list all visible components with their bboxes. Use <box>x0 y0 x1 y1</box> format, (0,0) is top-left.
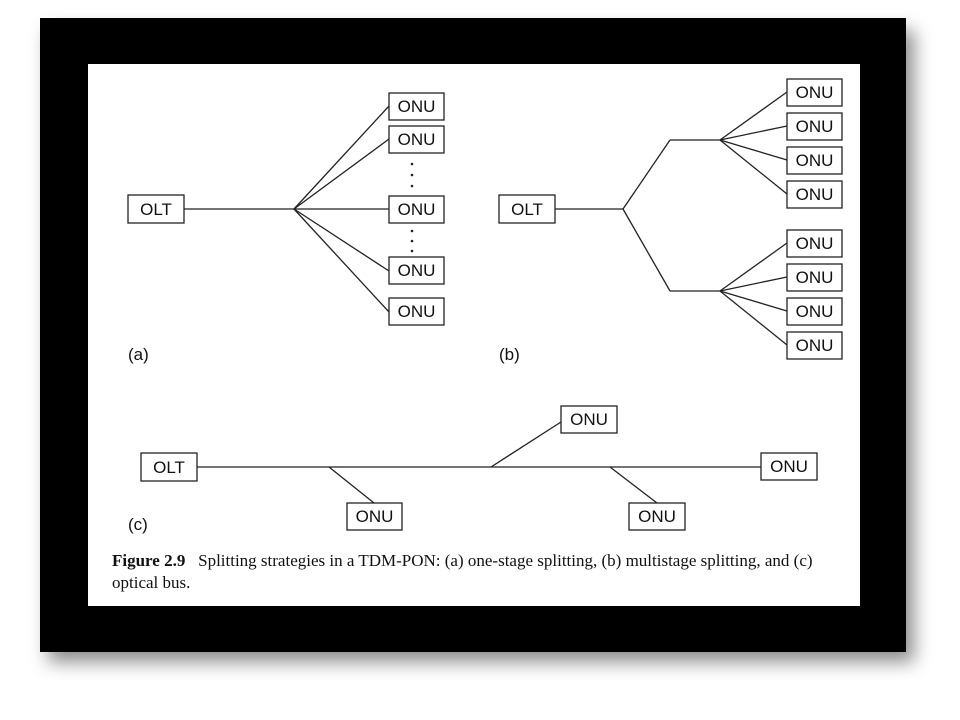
onu-label: ONU <box>570 410 608 429</box>
onu-node: ONU <box>560 405 618 434</box>
branch-line <box>293 105 390 210</box>
diagram-c: OLT ONU ONU ONU ONU (c) <box>128 405 818 534</box>
stage2-branch <box>719 125 788 141</box>
onu-label: ONU <box>398 130 436 149</box>
onu-label: ONU <box>770 457 808 476</box>
olt-label: OLT <box>511 200 543 219</box>
onu-node: ONU <box>786 78 843 107</box>
bus-tap <box>328 466 375 504</box>
stage1-branch <box>622 139 671 210</box>
stage2-branch <box>719 290 788 346</box>
onu-label: ONU <box>796 83 834 102</box>
stage2-branch <box>719 242 788 292</box>
branch-line <box>293 138 390 210</box>
panel-label-c: (c) <box>128 515 148 534</box>
olt-node-a: OLT <box>127 194 185 224</box>
onu-label: ONU <box>796 117 834 136</box>
onu-node: ONU <box>760 452 818 481</box>
panel-label-a: (a) <box>128 345 149 364</box>
olt-node-b: OLT <box>498 194 556 224</box>
stage2-branch <box>719 91 788 141</box>
bus-tap <box>490 421 562 468</box>
onu-node: ONU <box>388 125 445 154</box>
splitting-diagram: OLT ONU ONU ONU <box>127 78 843 534</box>
onu-label: ONU <box>796 185 834 204</box>
bus-tap <box>609 466 658 504</box>
onu-label: ONU <box>398 302 436 321</box>
onu-node: ONU <box>388 92 445 121</box>
figure-caption: Figure 2.9 Splitting strategies in a TDM… <box>112 550 856 594</box>
onu-label: ONU <box>796 302 834 321</box>
onu-label: ONU <box>796 151 834 170</box>
onu-label: ONU <box>398 261 436 280</box>
stage1-branch <box>622 208 671 292</box>
onu-label: ONU <box>638 507 676 526</box>
onu-label: ONU <box>356 507 394 526</box>
onu-label: ONU <box>398 200 436 219</box>
stage2-branch <box>719 139 788 195</box>
diagram-a: OLT ONU ONU ONU <box>127 92 445 364</box>
onu-node: ONU <box>786 229 843 258</box>
onu-label: ONU <box>796 268 834 287</box>
onu-node: ONU <box>786 146 843 175</box>
onu-node: ONU <box>388 195 445 224</box>
onu-node: ONU <box>786 331 843 360</box>
onu-label: ONU <box>796 336 834 355</box>
onu-node: ONU <box>628 502 686 531</box>
onu-node: ONU <box>346 502 403 531</box>
figure-number: Figure 2.9 <box>112 551 186 570</box>
onu-node: ONU <box>786 297 843 326</box>
diagram-b: OLT ONU ONU ONU ONU ONU ONU ONU ONU (b) <box>498 78 843 364</box>
branch-line <box>293 208 390 313</box>
onu-node: ONU <box>388 256 445 285</box>
olt-label: OLT <box>140 200 172 219</box>
onu-node: ONU <box>388 297 445 326</box>
ellipsis-dots <box>410 229 414 253</box>
stage2-branch <box>719 139 788 161</box>
onu-node: ONU <box>786 180 843 209</box>
panel-label-b: (b) <box>499 345 520 364</box>
figure-panel: OLT ONU ONU ONU <box>88 64 860 606</box>
onu-label: ONU <box>398 97 436 116</box>
onu-label: ONU <box>796 234 834 253</box>
ellipsis-dots <box>410 162 414 188</box>
onu-node: ONU <box>786 263 843 292</box>
olt-label: OLT <box>153 458 185 477</box>
stage2-branch <box>719 290 788 312</box>
olt-node-c: OLT <box>140 452 198 482</box>
onu-node: ONU <box>786 112 843 141</box>
branch-line <box>293 208 390 272</box>
stage2-branch <box>719 276 788 292</box>
caption-text: Splitting strategies in a TDM-PON: (a) o… <box>112 551 813 592</box>
